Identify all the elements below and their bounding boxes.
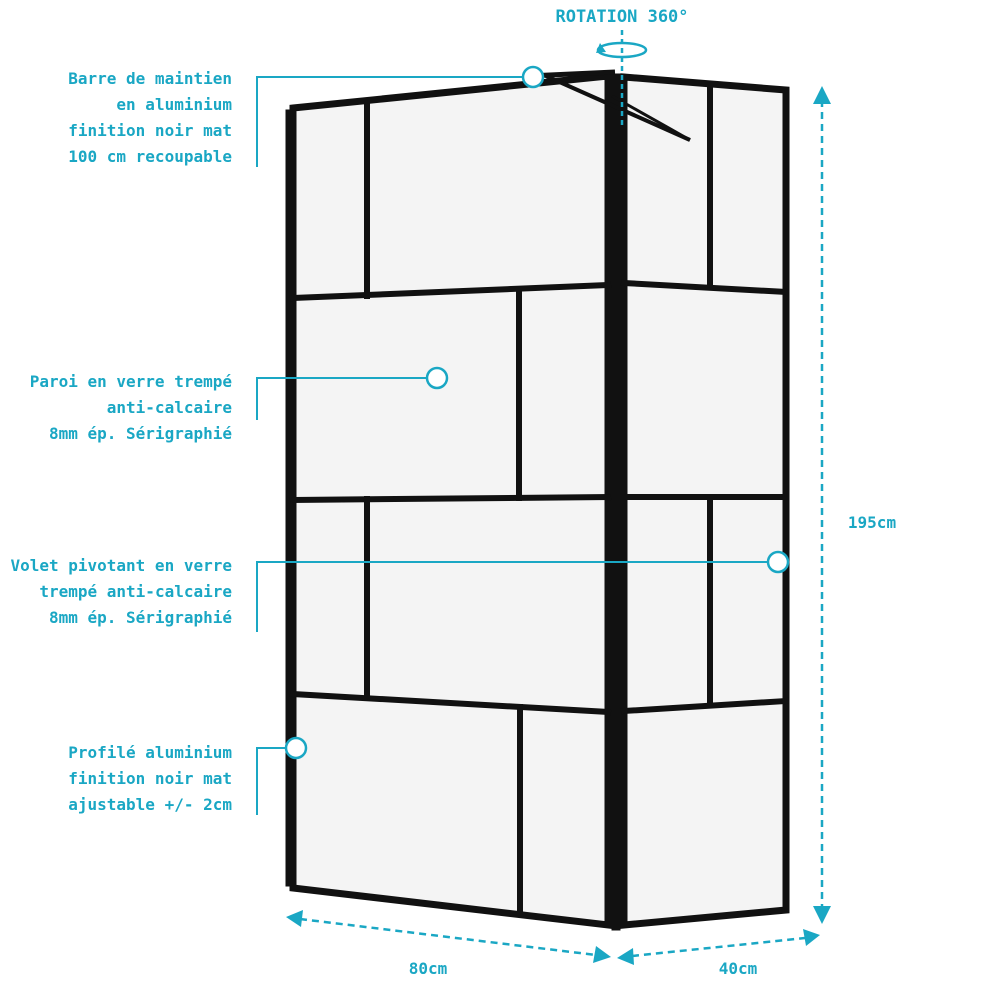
svg-text:en aluminium: en aluminium [116,95,232,114]
callout-dot [521,65,545,89]
annotation-barre: Barre de maintien en aluminium finition … [68,69,232,166]
height-dimension: 195cm [813,86,896,924]
arrow-up-icon [813,86,831,104]
arrow-right-icon [803,929,820,946]
svg-text:Paroi en verre trempé: Paroi en verre trempé [30,372,232,391]
callout-dot [766,550,790,574]
arrow-left-icon [617,948,634,965]
arrow-left-icon [286,910,303,927]
svg-text:ajustable +/- 2cm: ajustable +/- 2cm [68,795,232,814]
annotation-paroi: Paroi en verre trempé anti-calcaire 8mm … [30,372,232,443]
svg-text:anti-calcaire: anti-calcaire [107,398,232,417]
pivot-glass-panel [611,73,790,931]
arrow-right-icon [593,946,611,963]
callout-dot [284,736,308,760]
annotation-profile: Profilé aluminium finition noir mat ajus… [68,743,232,814]
main-glass-panel [285,72,612,929]
svg-text:Barre de maintien: Barre de maintien [68,69,232,88]
rotation-arrow-icon [596,43,606,53]
arrow-down-icon [813,906,831,924]
width-main-label: 80cm [409,959,448,978]
annotation-volet: Volet pivotant en verre trempé anti-calc… [10,556,232,627]
svg-text:trempé anti-calcaire: trempé anti-calcaire [39,582,232,601]
rotation-indicator: ROTATION 360° [555,7,689,128]
svg-text:8mm ép. Sérigraphié: 8mm ép. Sérigraphié [49,608,232,627]
svg-text:Volet pivotant en verre: Volet pivotant en verre [10,556,232,575]
svg-text:100 cm recoupable: 100 cm recoupable [68,147,232,166]
svg-text:8mm ép. Sérigraphié: 8mm ép. Sérigraphié [49,424,232,443]
annotation-leaders [256,65,790,815]
width-main-dimension: 80cm [286,910,611,978]
svg-text:finition noir mat: finition noir mat [68,121,232,140]
callout-dot [425,366,449,390]
width-side-dimension: 40cm [617,929,820,978]
width-side-label: 40cm [719,959,758,978]
height-label: 195cm [848,513,897,532]
rotation-label: ROTATION 360° [555,7,688,27]
svg-text:Profilé aluminium: Profilé aluminium [68,743,232,762]
svg-text:finition noir mat: finition noir mat [68,769,232,788]
